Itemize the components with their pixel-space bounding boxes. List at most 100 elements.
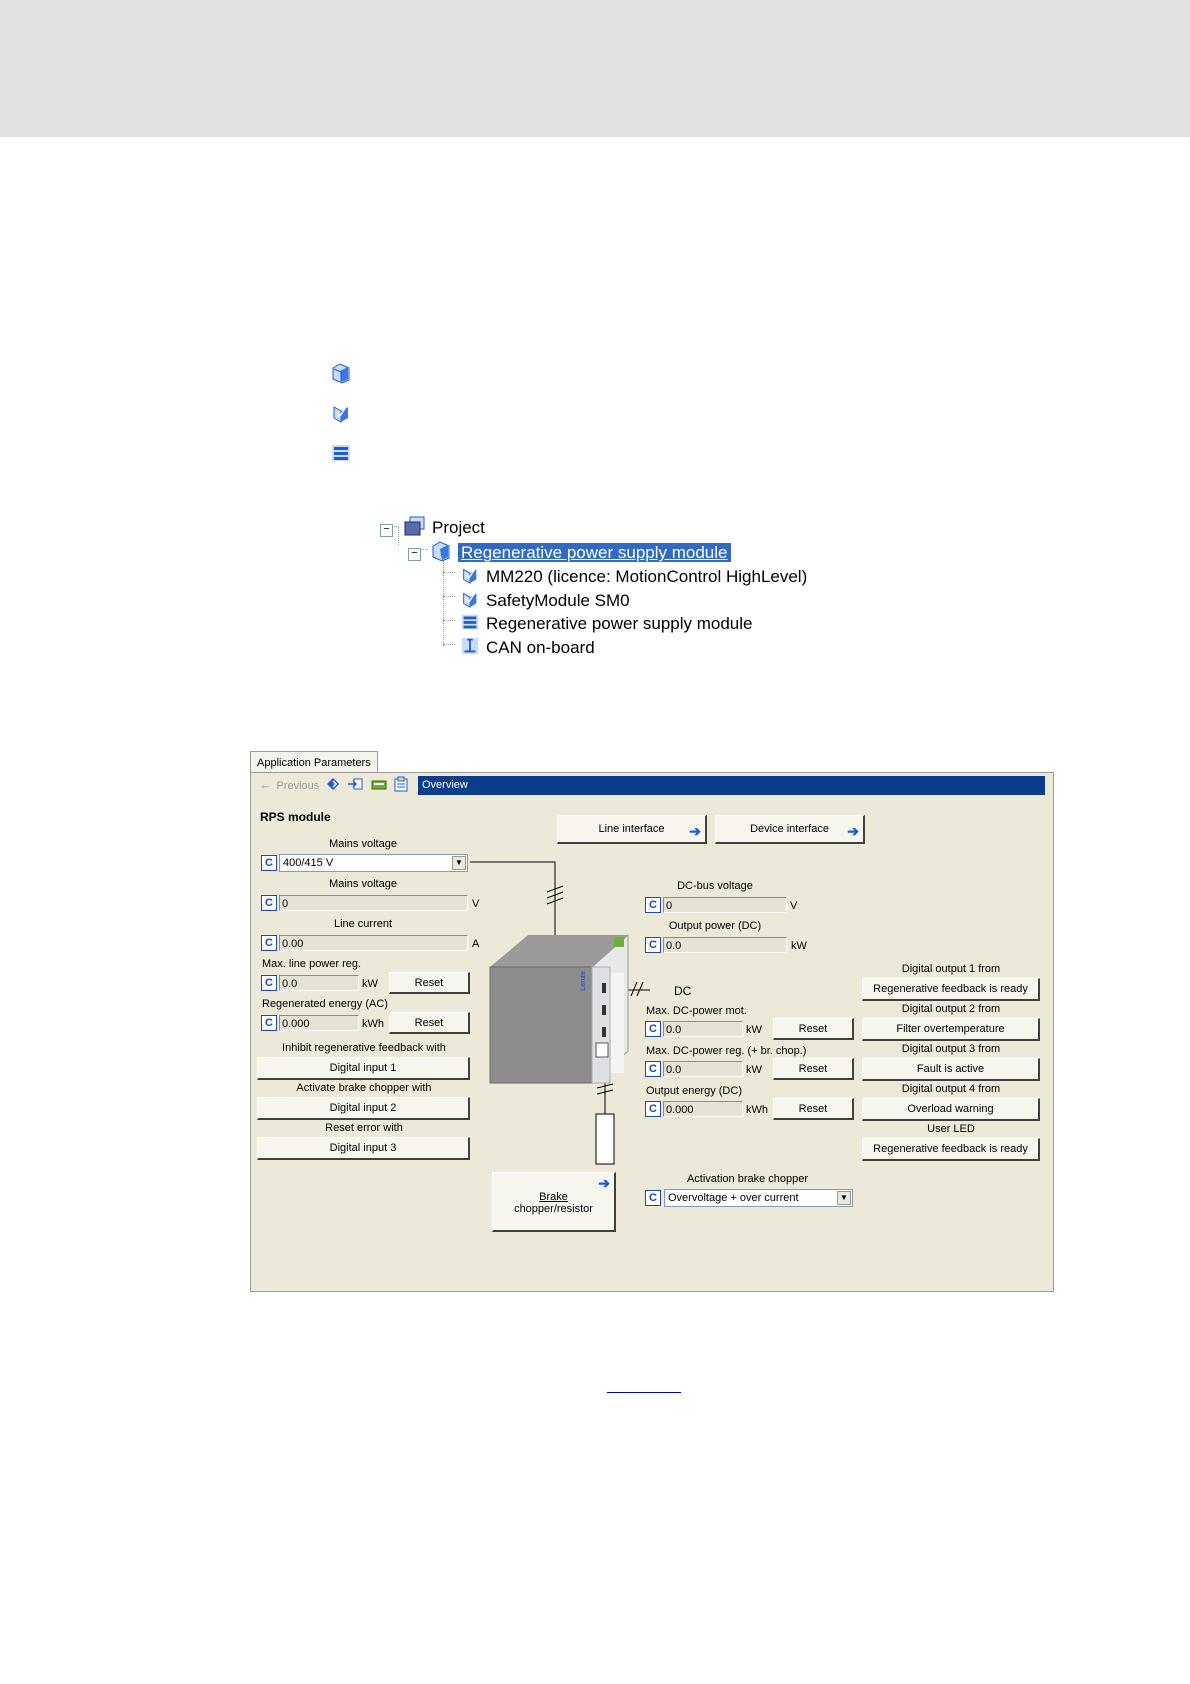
collapse-project-toggle[interactable]: − <box>380 524 393 537</box>
brake-activate-select-button[interactable]: Digital input 2 <box>257 1097 470 1120</box>
tab-application-parameters[interactable]: Application Parameters <box>250 751 378 774</box>
brake-activate-label: Activate brake chopper with <box>296 1082 432 1094</box>
digital-output-1-select-button[interactable]: Regenerative feedback is ready <box>862 978 1040 1001</box>
dc-bus-voltage-label: DC-bus voltage <box>677 880 753 892</box>
mains-voltage-select-label: Mains voltage <box>329 838 397 850</box>
digital-output-3-select-button[interactable]: Fault is active <box>862 1058 1040 1081</box>
user-led-select-button[interactable]: Regenerative feedback is ready <box>862 1138 1040 1161</box>
overview-bar: Overview <box>418 776 1045 795</box>
line-interface-label: Line interface <box>598 823 665 835</box>
line-interface-button[interactable]: Line interface ➔ <box>557 815 707 844</box>
c-button[interactable]: C <box>261 855 277 871</box>
device-image: Lenze <box>489 933 629 1085</box>
link-underline[interactable] <box>607 1392 681 1393</box>
submodule-icon <box>460 564 480 592</box>
c-button[interactable]: C <box>261 895 277 911</box>
digital-output-2-label: Digital output 2 from <box>901 1003 1001 1015</box>
output-energy-unit: kWh <box>746 1104 768 1116</box>
digital-output-4-select-button[interactable]: Overload warning <box>862 1098 1040 1121</box>
c-button[interactable]: C <box>645 1061 661 1077</box>
tree-item-safety-module[interactable]: SafetyModule SM0 <box>460 588 630 610</box>
reset-error-select-button[interactable]: Digital input 3 <box>257 1137 470 1160</box>
brake-button-line1: Brake <box>539 1191 568 1203</box>
max-line-power-label: Max. line power reg. <box>262 958 362 970</box>
max-dc-power-reg-unit: kW <box>746 1064 762 1076</box>
dc-bus-voltage-field: 0 <box>663 897 787 913</box>
previous-button[interactable]: ← Previous <box>259 777 319 793</box>
tree-label-safety-module: SafetyModule SM0 <box>486 591 630 611</box>
c-button[interactable]: C <box>645 1101 661 1117</box>
c-button[interactable]: C <box>261 1015 277 1031</box>
digital-output-2-select-button[interactable]: Filter overtemperature <box>862 1018 1040 1041</box>
inhibit-label: Inhibit regenerative feedback with <box>282 1042 446 1054</box>
output-energy-field: 0.000 <box>663 1101 743 1117</box>
device-interface-button[interactable]: Device interface ➔ <box>715 815 865 844</box>
reset-output-energy-button[interactable]: Reset <box>773 1098 854 1120</box>
tree-label-mm220: MM220 (licence: MotionControl HighLevel) <box>486 567 808 587</box>
reset-dc-power-mot-button[interactable]: Reset <box>773 1018 854 1040</box>
tree-item-device[interactable]: Regenerative power supply module <box>430 540 731 563</box>
activation-brake-chopper-value: Overvoltage + over current <box>668 1192 799 1204</box>
activation-brake-chopper-label: Activation brake chopper <box>686 1173 809 1185</box>
max-dc-power-reg-label: Max. DC-power reg. (+ br. chop.) <box>646 1045 807 1057</box>
brake-button-line2: chopper/resistor <box>514 1203 593 1215</box>
tree-item-can[interactable]: CAN on-board <box>460 636 595 658</box>
mains-voltage-unit: V <box>472 898 480 910</box>
page-header-band <box>0 0 1190 137</box>
reset-line-power-button[interactable]: Reset <box>389 972 470 994</box>
max-line-power-field: 0.0 <box>279 975 359 991</box>
line-current-unit: A <box>472 938 480 950</box>
mains-voltage-select-value: 400/415 V <box>283 857 334 869</box>
tree-label-project: Project <box>432 518 485 538</box>
device-logo: Lenze <box>580 971 587 991</box>
navigate-icon[interactable] <box>326 777 340 796</box>
mains-voltage-label: Mains voltage <box>329 878 397 890</box>
output-power-unit: kW <box>791 940 807 952</box>
output-power-field: 0.0 <box>663 937 787 953</box>
import-icon[interactable] <box>347 777 363 796</box>
reset-regenerated-energy-button[interactable]: Reset <box>389 1012 470 1034</box>
function-module-icon <box>460 612 480 638</box>
c-button[interactable]: C <box>645 1190 661 1206</box>
line-current-field: 0.00 <box>279 935 468 951</box>
c-button[interactable]: C <box>645 1021 661 1037</box>
regenerated-energy-label: Regenerated energy (AC) <box>262 998 388 1010</box>
line-current-label: Line current <box>333 918 393 930</box>
collapse-device-toggle[interactable]: − <box>408 548 421 561</box>
mains-voltage-select[interactable]: 400/415 V ▼ <box>279 854 468 872</box>
c-button[interactable]: C <box>645 897 661 913</box>
inhibit-select-button[interactable]: Digital input 1 <box>257 1057 470 1080</box>
can-icon <box>460 636 480 662</box>
back-arrow-icon: ← <box>259 777 272 792</box>
device-module-icon <box>430 540 452 568</box>
c-button[interactable]: C <box>261 935 277 951</box>
c-button[interactable]: C <box>261 975 277 991</box>
reset-error-label: Reset error with <box>325 1122 403 1134</box>
regenerated-energy-field: 0.000 <box>279 1015 359 1031</box>
monitor-icon[interactable] <box>371 778 387 796</box>
chevron-down-icon[interactable]: ▼ <box>452 856 466 870</box>
c-button[interactable]: C <box>645 937 661 953</box>
wiring-diagram <box>470 861 650 1165</box>
mains-voltage-field: 0 <box>279 895 468 911</box>
chevron-down-icon[interactable]: ▼ <box>837 1191 851 1205</box>
max-dc-power-mot-label: Max. DC-power mot. <box>646 1005 747 1017</box>
tree-item-mm220[interactable]: MM220 (licence: MotionControl HighLevel) <box>460 564 807 586</box>
arrow-right-icon: ➔ <box>689 823 701 839</box>
tree-item-project[interactable]: Project <box>402 516 485 538</box>
submodule-icon <box>460 588 480 616</box>
activation-brake-chopper-select[interactable]: Overvoltage + over current ▼ <box>664 1189 853 1207</box>
function-module-icon <box>330 442 352 464</box>
device-interface-label: Device interface <box>750 823 829 835</box>
brake-chopper-resistor-button[interactable]: ➔ Brake chopper/resistor <box>492 1172 616 1232</box>
tree-item-rps-function[interactable]: Regenerative power supply module <box>460 612 753 634</box>
digital-output-4-label: Digital output 4 from <box>901 1083 1001 1095</box>
digital-output-3-label: Digital output 3 from <box>901 1043 1001 1055</box>
regenerated-energy-unit: kWh <box>362 1018 384 1030</box>
output-power-label: Output power (DC) <box>668 920 762 932</box>
parameter-list-icon[interactable] <box>393 776 409 797</box>
submodule-icon <box>330 402 352 424</box>
output-energy-label: Output energy (DC) <box>646 1085 742 1097</box>
digital-output-1-label: Digital output 1 from <box>901 963 1001 975</box>
reset-dc-power-reg-button[interactable]: Reset <box>773 1058 854 1080</box>
